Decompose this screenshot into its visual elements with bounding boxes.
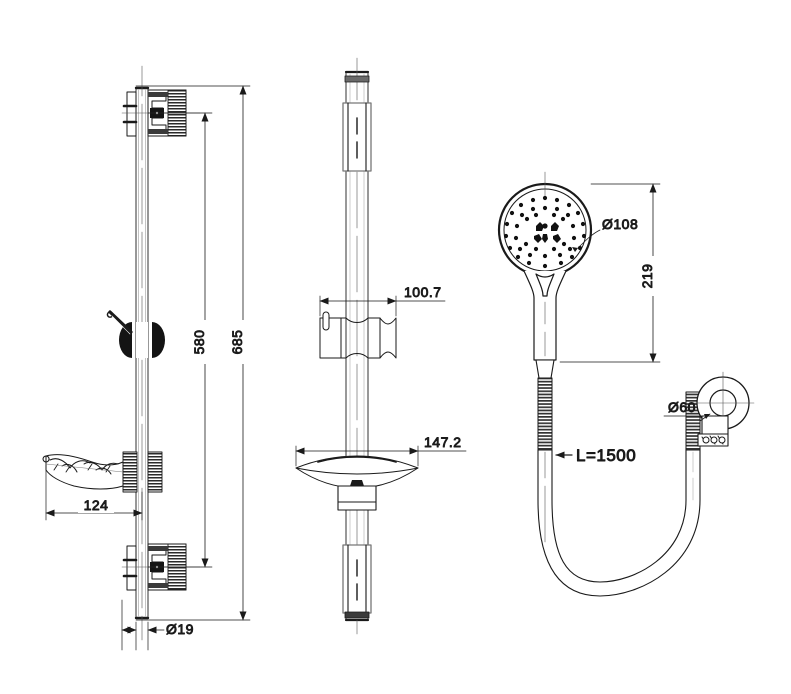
dim-hose-length-label: L=1500 (576, 446, 636, 465)
dimension-219: 219 (559, 183, 664, 363)
handshower-hose-group: Ø108 219 Ø60 L=1500 (497, 171, 755, 597)
dim-147-2-label: 147.2 (424, 434, 462, 450)
dimension-dia-19: Ø19 (121, 621, 194, 637)
dimension-580: 580 (191, 112, 216, 568)
slider-bracket-side (319, 311, 397, 359)
dimension-124: 124 (45, 497, 143, 517)
shower-hose (537, 377, 701, 597)
dimension-dia-108: Ø108 (572, 216, 638, 252)
dim-100-7-label: 100.7 (404, 284, 442, 300)
dim-dia-60-label: Ø60 (668, 399, 696, 415)
side-view-group: 100.7 147.2 (295, 57, 467, 635)
dimension-100-7: 100.7 (319, 284, 446, 305)
bottom-bracket-side (342, 544, 372, 619)
dimension-685: 685 (229, 85, 254, 621)
wall-outlet-elbow (691, 371, 755, 447)
dim-685-label: 685 (229, 330, 245, 355)
dim-dia-108-label: Ø108 (602, 216, 638, 232)
slider-holder-front (106, 310, 165, 358)
spray-nozzles (503, 195, 587, 269)
dimension-147-2: 147.2 (295, 434, 467, 455)
dim-124-label: 124 (84, 497, 109, 513)
shower-head (497, 171, 593, 301)
dimension-dia-60: Ø60 (663, 399, 711, 422)
top-bracket-side (342, 75, 372, 172)
dimension-hose-length: L=1500 (555, 446, 636, 465)
soap-dish-front (42, 451, 163, 493)
dim-dia-19-label: Ø19 (166, 621, 194, 637)
dim-580-label: 580 (191, 330, 207, 355)
center-jet-cluster (534, 222, 561, 243)
front-view-group: 580 685 124 Ø19 (42, 65, 254, 651)
dim-219-label: 219 (639, 264, 655, 289)
soap-dish-side (295, 455, 419, 511)
